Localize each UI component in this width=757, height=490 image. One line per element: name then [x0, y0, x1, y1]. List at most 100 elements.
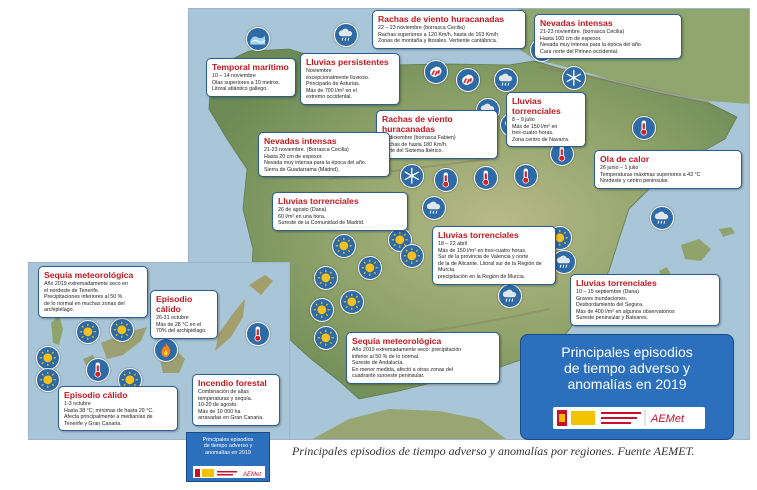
fuerteventura-island [215, 299, 245, 351]
snow-icon [400, 164, 424, 188]
sun-icon [76, 320, 100, 344]
episode-line: excepcionalmente lluvioso. [306, 74, 370, 81]
sun-icon [358, 256, 382, 280]
episode-line: 10 – 15 septiembre (Dana) [576, 289, 640, 295]
episode-line: Más de 150 l/m² en [512, 123, 558, 130]
episode-line: Nevada muy intensa para la época del año… [264, 160, 367, 167]
thermometer-icon [514, 164, 538, 188]
episode-line: 22 – 23 noviembre (borrasca Cecilia) [378, 25, 465, 31]
sun-icon [310, 298, 334, 322]
episode-line: Año 2019 extremadamente seco: precipitac… [352, 347, 462, 353]
episode-line: 21-23 noviembre. (Borrasca Cecilia) [264, 147, 349, 153]
episode-title: Sequía meteorológica [44, 270, 134, 280]
episode-line: 10 – 14 noviembre [212, 73, 256, 79]
episode-title: Lluvias torrenciales [576, 278, 657, 288]
episode-line: En menor medida, afectó a otras zonas de… [352, 366, 453, 373]
cloud-rain-icon [334, 23, 358, 47]
sun-icon [400, 244, 424, 268]
episode-line: 26 junio – 1 julio [600, 165, 639, 171]
episode-line: de la de Alicante. Litoral sur de la Reg… [438, 260, 542, 274]
episode-title: Lluvias torrenciales [278, 196, 359, 206]
cloud-rain-icon [422, 196, 446, 220]
episode-line: inferior al 50 % de lo normal. [352, 353, 420, 360]
thermometer-icon [632, 116, 656, 140]
thumbnail-aemet-logo: AEMet [242, 472, 261, 478]
episode-line: Afecta principalmente a medianías de [64, 414, 153, 421]
episode-line: Sureste de Andalucía. [352, 360, 404, 367]
episode-line: Nevada muy intensa para la época del año… [540, 42, 643, 49]
episode-line: 1-3 octubre [64, 401, 91, 407]
episode-title: Rachas de viento huracanadas [382, 114, 453, 134]
episode-line: Litoral atlántico gallego. [212, 86, 268, 93]
episode-box-sequia-andalucia: Sequía meteorológica Año 2019 extremadam… [346, 332, 500, 384]
thermometer-icon [86, 358, 110, 382]
episode-box-lluvias-persistentes: Lluvias persistentes Noviembre excepcion… [300, 53, 400, 105]
ministry-logo-icon [571, 411, 595, 425]
menorca-island [719, 227, 735, 237]
episode-line: Hasta 100 cm de espesor. [540, 35, 602, 42]
pyrenees-relief [538, 65, 710, 105]
episode-line: Nordeste y centro peninsular. [600, 178, 669, 185]
episode-title: Episodio cálido [156, 294, 193, 314]
sun-icon [314, 266, 338, 290]
episode-line: el nordeste de Tenerife. [44, 287, 100, 294]
episode-line: 26 de agosto (Dana) [278, 207, 327, 213]
legend-title: Principales episodios de tiempo adverso … [561, 344, 693, 392]
episode-box-sequia-canarias: Sequía meteorológica Año 2019 extremadam… [38, 266, 148, 318]
episode-title: Nevadas intensas [540, 18, 613, 28]
episode-line: Sureste de la Comunidad de Madrid. [278, 220, 365, 227]
cloud-rain-icon [494, 68, 518, 92]
episode-line: Más de 10 000 ha [198, 408, 241, 415]
fire-icon [154, 338, 178, 362]
episode-line: Más de 28 °C en el [156, 321, 202, 328]
episode-line: Zonas de montaña y litorales. Vertiente … [378, 38, 498, 45]
episode-line: Más de 700 l/m² en el [306, 87, 357, 94]
sun-icon [314, 326, 338, 350]
episode-line: Zona centro de Navarra. [512, 136, 570, 143]
episode-line: cuadrante suroeste peninsular. [352, 373, 425, 380]
episode-line: tres-cuatro horas. [512, 130, 554, 137]
cloud-rain-icon [650, 206, 674, 230]
episode-line: de lo normal en muchas zonas del [44, 300, 125, 307]
episode-title: Lluvias persistentes [306, 57, 389, 67]
episode-line: Combinación de altas [198, 389, 249, 395]
episode-line: 10-20 de agosto. [198, 402, 238, 409]
episode-line: Norte del Sistema Ibérico. [382, 148, 443, 155]
episode-line: Olas superiores a 10 metros. [212, 79, 281, 86]
episode-line: Cara norte del Pirineo occidental. [540, 48, 619, 55]
episode-line: Año 2019 extremadamente seco en [44, 281, 128, 287]
episode-title: Sequía meteorológica [352, 336, 442, 346]
thermometer-icon [434, 168, 458, 192]
episode-box-torrenciales-navarra: Lluvias torrenciales 8 – 9 julio Más de … [506, 92, 586, 148]
legend-title-panel: Principales episodios de tiempo adverso … [520, 334, 734, 440]
sun-icon [36, 346, 60, 370]
episode-box-calido-tenerife: Episodio cálido 1-3 octubre Hasta 38 °C;… [58, 386, 178, 432]
episode-line: 18 – 22 abril [438, 241, 468, 247]
figure-caption: Principales episodios de tiempo adverso … [292, 444, 695, 458]
episode-title: Incendio forestal [198, 378, 267, 388]
episode-line: Sur de la provincia de Valencia y norte [438, 254, 529, 261]
episode-title: Temporal marítimo [212, 62, 289, 72]
episode-box-torrenciales-madrid: Lluvias torrenciales 26 de agosto (Dana)… [272, 192, 408, 231]
episode-title: Nevadas intensas [264, 136, 337, 146]
episode-line: Hasta 38 °C; mínimas de hasta 29 °C. [64, 407, 154, 414]
cloud-rain-icon [498, 284, 522, 308]
wind-icon [456, 68, 480, 92]
sun-icon [36, 368, 60, 392]
episode-line: Graves inundaciones. [576, 295, 628, 302]
episode-line: Desbordamiento del Segura. [576, 302, 644, 309]
episode-box-nevadas-guadarrama: Nevadas intensas 21-23 noviembre. (Borra… [258, 132, 390, 178]
episode-line: Sierra de Guadarrama (Madrid). [264, 166, 340, 173]
episode-title: Lluvias torrenciales [512, 96, 561, 116]
episode-line: archipiélago. [44, 307, 75, 314]
thermometer-icon [246, 322, 270, 346]
aemet-logo: AEMet [650, 413, 685, 425]
episode-line: extremo occidental. [306, 94, 352, 101]
episode-line: 70% del archipiélago. [156, 328, 207, 335]
la-palma-island [51, 315, 63, 345]
episode-line: 60 l/m² en una hora. [278, 213, 326, 220]
wave-icon [246, 27, 270, 51]
thumbnail-panel: Principales episodios de tiempo adverso … [186, 432, 270, 482]
episode-line: 26-31 octubre [156, 315, 189, 321]
institution-logos: AEMet [553, 407, 705, 429]
